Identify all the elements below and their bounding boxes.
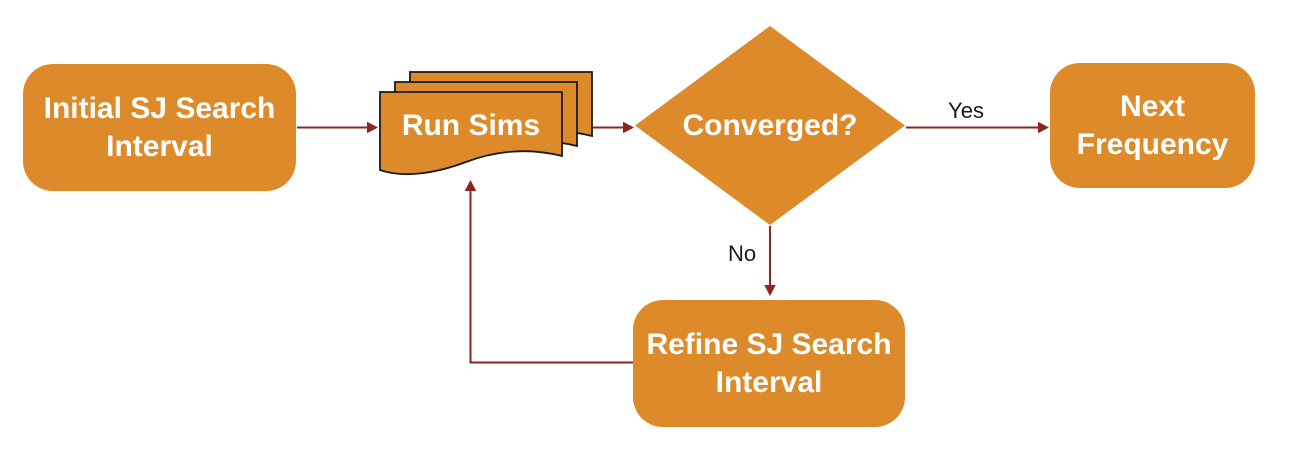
document-front-sheet xyxy=(379,91,563,175)
arrowhead-down-icon xyxy=(764,285,776,296)
arrowhead-right-icon xyxy=(367,121,378,134)
edge-label-yes: Yes xyxy=(948,98,984,123)
edge-refine-to-run-sims xyxy=(464,180,633,364)
arrowhead-right-icon xyxy=(623,121,634,134)
node-initial-sj-search-interval: Initial SJ Search Interval xyxy=(23,64,296,191)
node-label: Next Frequency xyxy=(1076,90,1229,161)
arrowhead-right-icon xyxy=(1038,121,1049,134)
converged-diamond-shape xyxy=(635,26,905,225)
edge-run-sims-to-converged xyxy=(593,121,634,134)
edge-label-no: No xyxy=(727,241,757,266)
edge-converged-to-refine xyxy=(764,226,776,296)
node-refine-sj-search-interval: Refine SJ Search Interval xyxy=(633,300,905,427)
edge-converged-to-next-frequency xyxy=(906,121,1049,134)
arrowhead-up-icon xyxy=(464,180,477,191)
edge-initial-to-run-sims xyxy=(297,121,378,134)
node-label: Refine SJ Search Interval xyxy=(646,328,892,399)
node-label: Initial SJ Search Interval xyxy=(43,92,276,163)
node-next-frequency: Next Frequency xyxy=(1050,63,1255,188)
run-sims-multidocument-shape xyxy=(379,71,593,175)
